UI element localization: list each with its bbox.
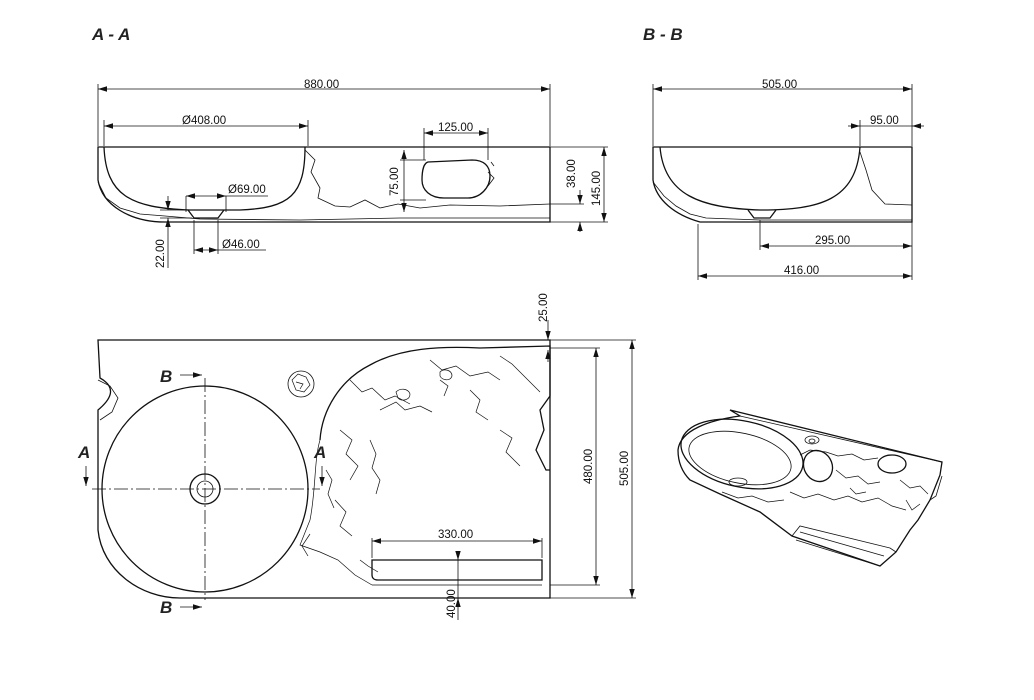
cut-marker-a-right: A <box>313 443 326 462</box>
cut-marker-a-left: A <box>77 443 90 462</box>
section-aa-title: A - A <box>91 25 130 44</box>
dim-bb-drain-pos: 295.00 <box>815 235 850 247</box>
dim-aa-drain-depth: 22.00 <box>155 239 167 268</box>
dim-plan-shelf-width: 330.00 <box>438 529 473 541</box>
dim-aa-width: 880.00 <box>304 79 339 91</box>
section-bb-view <box>652 146 913 223</box>
dim-plan-back-offset: 25.00 <box>538 293 550 322</box>
dim-bb-back-offset: 95.00 <box>870 115 899 127</box>
section-cut-markers: B B A A <box>77 367 326 617</box>
dim-aa-drain-dia: Ø69.00 <box>228 184 266 196</box>
dim-aa-total-height: 145.00 <box>591 171 603 206</box>
dim-aa-drain-outlet-dia: Ø46.00 <box>222 239 260 251</box>
dim-plan-depth-total: 505.00 <box>619 451 631 486</box>
dim-bb-width: 505.00 <box>762 79 797 91</box>
dim-aa-bowl-dia: Ø408.00 <box>182 115 226 127</box>
section-bb-dimensions: 505.00 95.00 295.00 416.00 <box>652 79 924 280</box>
cut-marker-b-top: B <box>160 367 172 386</box>
plan-dimensions: 25.00 480.00 505.00 330.00 40.00 <box>371 293 636 620</box>
plan-view <box>92 339 551 600</box>
dim-aa-rim-height: 38.00 <box>566 159 578 188</box>
section-aa-view <box>97 146 551 223</box>
dim-bb-bowl-pos: 416.00 <box>784 265 819 277</box>
section-bb-title: B - B <box>643 25 683 44</box>
section-aa-dimensions: 880.00 Ø408.00 125.00 75.00 38.00 145.00… <box>97 79 608 268</box>
dim-aa-hole-height: 75.00 <box>389 167 401 196</box>
dim-aa-hole-width: 125.00 <box>438 122 473 134</box>
isometric-view <box>677 409 943 567</box>
cut-marker-b-bottom: B <box>160 598 172 617</box>
dim-plan-shelf-offset: 40.00 <box>446 589 458 618</box>
dim-plan-depth-inner: 480.00 <box>583 449 595 484</box>
